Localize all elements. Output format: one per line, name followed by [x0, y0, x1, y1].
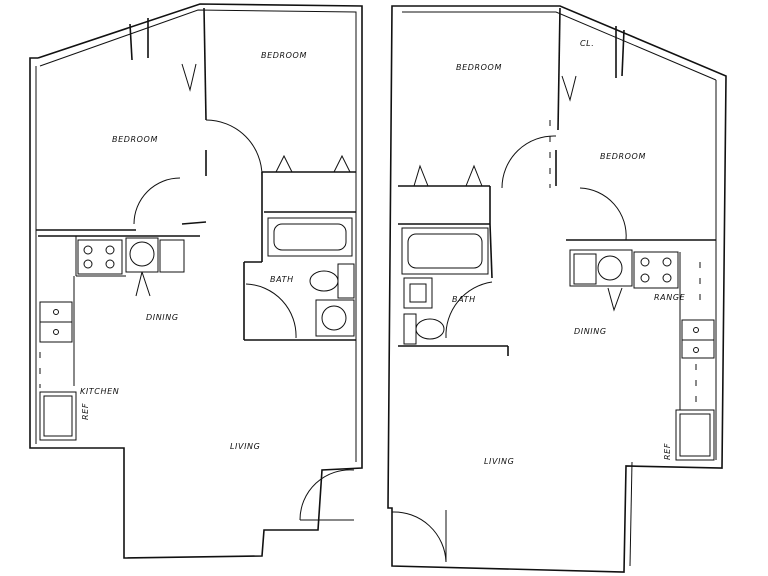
- left-burner-1: [83, 245, 93, 255]
- left-bath-door-swing: [245, 283, 297, 339]
- left-dining-label: DINING: [146, 313, 179, 322]
- left-sink-drain-b: [53, 329, 59, 335]
- right-entry-wall-inner: [629, 461, 633, 567]
- left-kitchen-label: KITCHEN: [80, 387, 119, 396]
- right-sink-drain-a: [693, 327, 699, 333]
- left-washer-drum: [129, 241, 155, 267]
- left-bathtub-basin: [273, 223, 347, 251]
- right-burner-3: [662, 257, 672, 267]
- right-closet-stub-2: [621, 29, 625, 77]
- right-unit-plan: BEDROOM CL. BEDROOM BATH DINING RANGE RE…: [387, 5, 727, 573]
- right-exterior-wall: [387, 5, 727, 573]
- right-bedroom2-door-swing: [579, 187, 627, 241]
- right-closet-door-a: [561, 75, 577, 102]
- left-exterior-wall-inner: [39, 9, 357, 462]
- left-burner-2: [83, 259, 93, 269]
- right-living-label: LIVING: [484, 457, 514, 466]
- right-toilet-tank: [403, 313, 417, 345]
- left-dryer: [159, 239, 185, 273]
- right-ref-label: REF: [663, 443, 672, 460]
- right-closet-door-b: [413, 164, 429, 187]
- left-pantry-door: [135, 270, 151, 297]
- right-closet-door-c: [465, 164, 483, 187]
- left-bedroom-divider: [203, 7, 207, 121]
- left-bedroom-1-label: BEDROOM: [261, 51, 307, 60]
- left-burner-3: [105, 245, 115, 255]
- right-laundry-closet: [569, 249, 633, 287]
- right-closet-label: CL.: [580, 39, 594, 48]
- left-bedroom2-door-swing: [133, 177, 181, 225]
- right-bath-right-wall: [489, 223, 493, 279]
- right-bath-door-swing: [445, 281, 493, 339]
- right-exterior-wall-inner: [402, 11, 717, 81]
- left-burner-4: [105, 259, 115, 269]
- right-bedroom-divider: [557, 7, 561, 131]
- left-bedroom-bottom-wall-right: [181, 221, 207, 225]
- right-pantry-door: [607, 287, 623, 312]
- left-ref-label: REF: [81, 403, 90, 420]
- left-range: [77, 239, 123, 275]
- right-dining-label: DINING: [574, 327, 607, 336]
- left-unit-plan: BEDROOM BEDROOM BATH DINING KITCHEN REF …: [29, 3, 363, 559]
- left-entry-door-swing: [299, 469, 355, 521]
- left-bath-label: BATH: [270, 275, 294, 284]
- right-bathtub: [401, 227, 489, 275]
- right-entry-door-swing: [391, 511, 447, 563]
- left-refrigerator: [39, 391, 77, 441]
- right-refrigerator-inner: [679, 413, 711, 457]
- left-exterior-wall: [29, 3, 363, 559]
- left-bedroom-door-swing: [205, 119, 263, 177]
- right-range-label: RANGE: [654, 293, 686, 302]
- left-toilet-bowl: [309, 270, 339, 292]
- left-closet-door-a: [181, 63, 197, 92]
- left-refrigerator-inner: [43, 395, 73, 437]
- right-washer-drum: [597, 255, 623, 281]
- left-bedroom-2-label: BEDROOM: [112, 135, 158, 144]
- right-bedroom-door-swing: [501, 135, 557, 189]
- right-vanity: [403, 277, 433, 309]
- right-range: [633, 251, 679, 289]
- left-washer: [125, 237, 159, 273]
- right-kitchen-sink: [681, 319, 715, 359]
- right-burner-1: [640, 257, 650, 267]
- left-living-label: LIVING: [230, 442, 260, 451]
- right-burner-4: [662, 273, 672, 283]
- right-refrigerator: [675, 409, 715, 461]
- right-sink-bowl: [409, 283, 427, 303]
- left-closet-door-c: [333, 154, 351, 173]
- left-toilet-tank: [337, 263, 355, 299]
- right-bathtub-basin: [407, 233, 483, 269]
- left-sink-bowl: [321, 305, 347, 331]
- right-bedroom-2-label: BEDROOM: [600, 152, 646, 161]
- right-burner-2: [640, 273, 650, 283]
- left-closet-stub-2: [129, 23, 133, 61]
- right-toilet-bowl: [415, 318, 445, 340]
- right-bedroom-1-label: BEDROOM: [456, 63, 502, 72]
- right-sink-drain-b: [693, 347, 699, 353]
- left-sink-drain-a: [53, 309, 59, 315]
- right-dryer: [573, 253, 597, 285]
- left-closet-door-b: [275, 154, 293, 173]
- right-bath-label: BATH: [452, 295, 476, 304]
